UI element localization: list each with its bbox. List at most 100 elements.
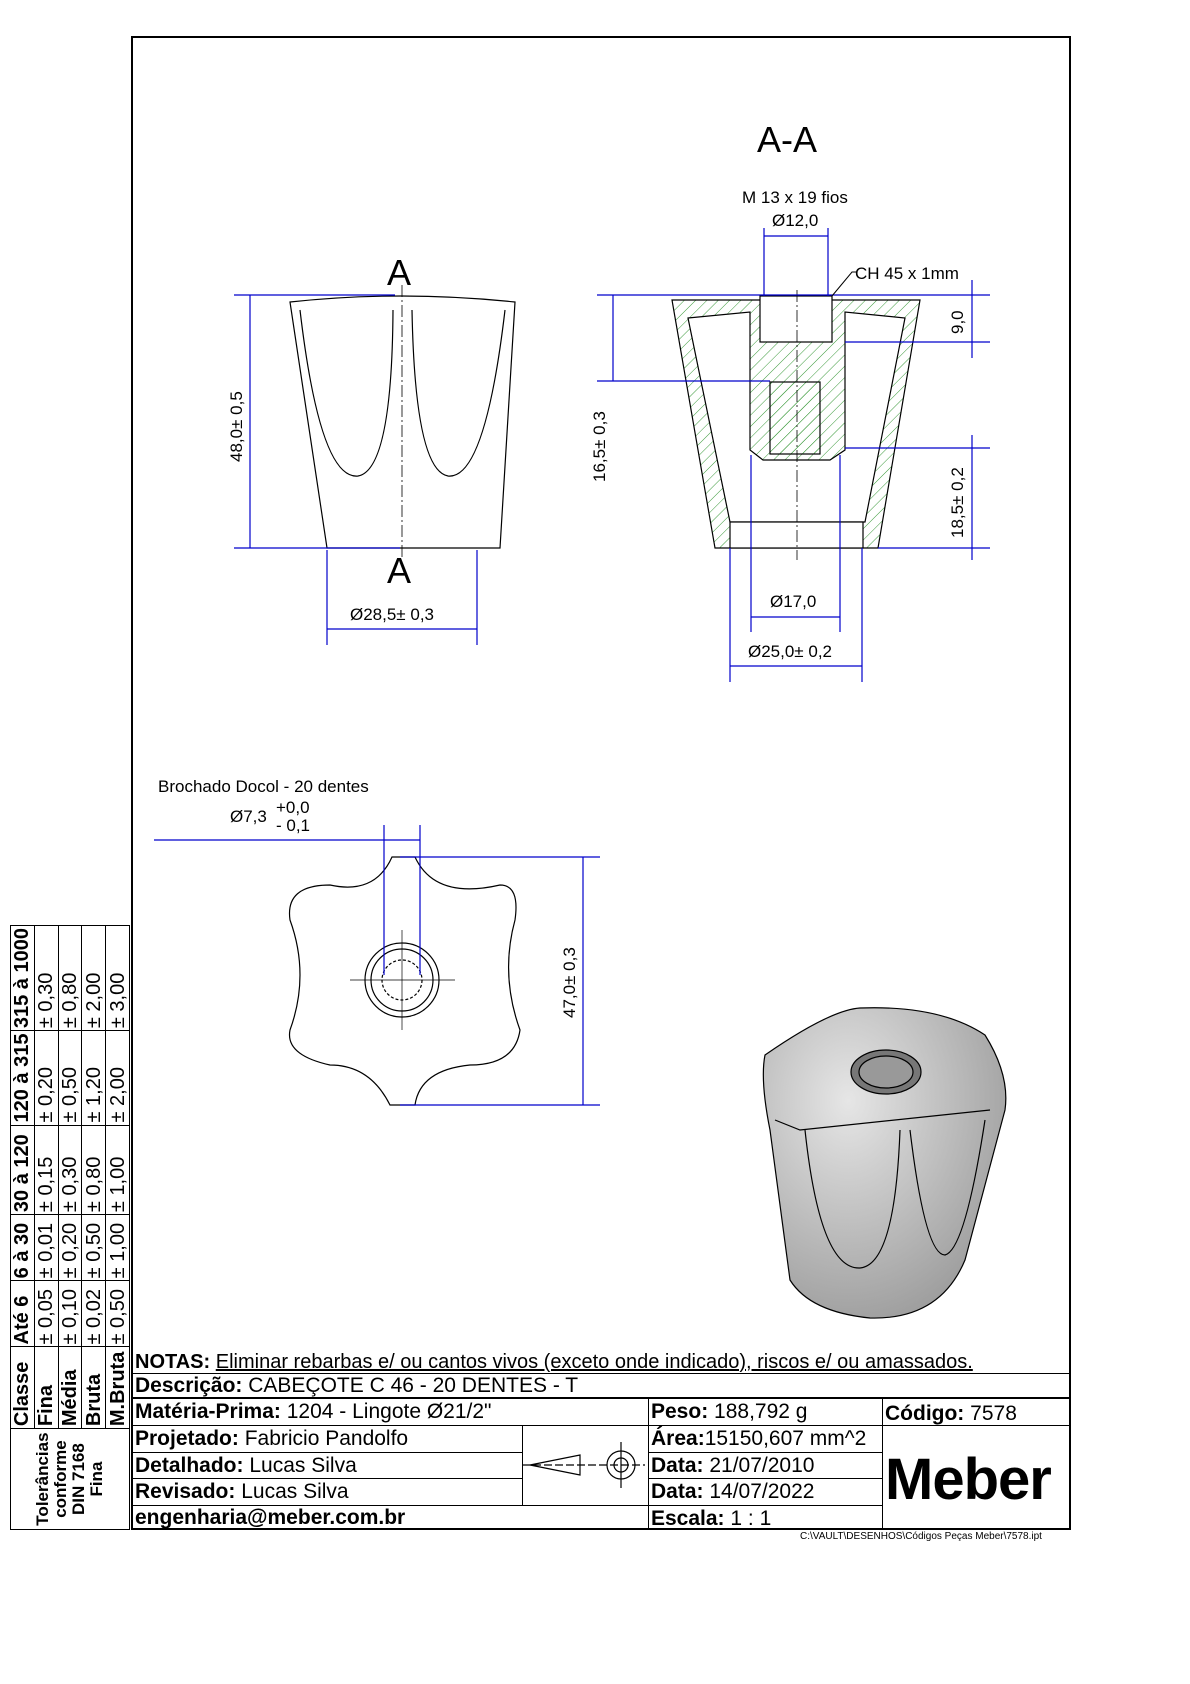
tol-cell: ± 0,20 xyxy=(58,1214,82,1281)
date-created-value: 21/07/2010 xyxy=(709,1454,815,1477)
dim-broach-diameter: Ø7,3 xyxy=(230,807,267,826)
date-created-cell: Data: 21/07/2010 xyxy=(648,1453,882,1479)
tol-cell: ± 1,00 xyxy=(105,1214,130,1281)
material-label: Matéria-Prima: xyxy=(135,1400,281,1423)
tol-label-1: Tolerâncias xyxy=(33,1432,53,1526)
tol-plus: +0,0 xyxy=(276,798,310,817)
file-path: C:\VAULT\DESENHOS\Códigos Peças Meber\75… xyxy=(800,1531,1042,1542)
tol-cell: ± 2,00 xyxy=(105,1030,130,1126)
tol-cell: ± 0,30 xyxy=(58,1125,82,1215)
scale-value: 1 : 1 xyxy=(730,1507,772,1530)
tol-cell: ± 0,01 xyxy=(34,1214,59,1281)
notes-label: NOTAS: xyxy=(135,1351,211,1373)
tol-class: Média xyxy=(58,1347,82,1429)
tol-cell: ± 0,80 xyxy=(58,925,82,1031)
detailed-label: Detalhado: xyxy=(135,1454,244,1477)
drawing-frame xyxy=(131,36,1071,1530)
tol-cell: ± 0,50 xyxy=(58,1030,82,1126)
tol-cell: ± 0,02 xyxy=(81,1280,106,1347)
cut-label-top: A xyxy=(387,252,411,293)
date-revised-label: Data: xyxy=(651,1480,704,1503)
tol-cell: ± 1,00 xyxy=(105,1125,130,1215)
dim-bottom-height: 18,5± 0,2 xyxy=(948,467,967,538)
tol-class: Fina xyxy=(34,1347,59,1429)
dim-height: 48,0± 0,5 xyxy=(227,391,246,462)
tol-label-4: Fina xyxy=(86,1461,106,1497)
designed-cell: Projetado: Fabricio Pandolfo xyxy=(132,1426,522,1452)
date-revised-cell: Data: 14/07/2022 xyxy=(648,1479,882,1505)
date-revised-value: 14/07/2022 xyxy=(709,1480,815,1503)
weight-value: 188,792 g xyxy=(714,1400,808,1423)
designed-value: Fabricio Pandolfo xyxy=(244,1427,409,1450)
company-logo: Meber xyxy=(885,1447,1052,1512)
tol-class: Bruta xyxy=(81,1347,106,1429)
tol-header: 30 à 120 xyxy=(10,1125,35,1215)
revised-label: Revisado: xyxy=(135,1480,236,1503)
description-value: CABEÇOTE C 46 - 20 DENTES - T xyxy=(248,1374,579,1397)
description-label: Descrição: xyxy=(135,1374,243,1397)
notes-text: Eliminar rebarbas e/ ou cantos vivos (ex… xyxy=(215,1351,973,1373)
code-cell: Código: 7578 xyxy=(882,1401,1071,1427)
dim-width: 47,0± 0,3 xyxy=(560,947,579,1018)
tol-cell: ± 0,20 xyxy=(34,1030,59,1126)
front-view xyxy=(234,285,516,645)
dim-thread-height: 16,5± 0,3 xyxy=(590,411,609,482)
area-cell: Área:15150,607 mm^2 xyxy=(648,1426,882,1452)
projection-symbol-icon xyxy=(522,1442,645,1488)
code-label: Código: xyxy=(885,1402,965,1425)
area-value: 15150,607 mm^2 xyxy=(704,1427,867,1450)
tol-header: Classe xyxy=(10,1347,35,1429)
tol-header: 120 à 315 xyxy=(10,1030,35,1126)
tol-cell: ± 0,15 xyxy=(34,1125,59,1215)
dim-thread-diameter: Ø12,0 xyxy=(772,211,818,230)
broach-note: Brochado Docol - 20 dentes xyxy=(158,777,369,796)
title-block: NOTAS: Eliminar rebarbas e/ ou cantos vi… xyxy=(132,1350,1071,1530)
tol-cell: ± 3,00 xyxy=(105,925,130,1031)
notes-row: NOTAS: Eliminar rebarbas e/ ou cantos vi… xyxy=(132,1350,1071,1374)
tol-class: M.Bruta xyxy=(105,1347,130,1429)
date-created-label: Data: xyxy=(651,1454,704,1477)
scale-cell: Escala: 1 : 1 xyxy=(648,1506,882,1532)
tol-header: 315 à 1000 xyxy=(10,925,35,1031)
section-view xyxy=(597,228,990,682)
detailed-value: Lucas Silva xyxy=(249,1454,357,1477)
tol-header: Até 6 xyxy=(10,1280,35,1347)
area-label: Área: xyxy=(651,1427,705,1450)
detailed-cell: Detalhado: Lucas Silva xyxy=(132,1453,522,1479)
section-title: A-A xyxy=(757,119,817,160)
cut-label-bottom: A xyxy=(387,550,411,591)
tol-label-3: DIN 7168 xyxy=(69,1443,88,1515)
tol-cell: ± 0,30 xyxy=(34,925,59,1031)
tol-minus: - 0,1 xyxy=(276,816,310,835)
tol-label-2: conforme xyxy=(51,1440,71,1518)
tol-cell: ± 0,50 xyxy=(81,1214,106,1281)
weight-cell: Peso: 188,792 g xyxy=(648,1399,882,1425)
material-cell: Matéria-Prima: 1204 - Lingote Ø21/2" xyxy=(132,1399,648,1425)
dim-depth: 9,0 xyxy=(948,310,967,334)
scale-label: Escala: xyxy=(651,1507,725,1530)
revised-cell: Revisado: Lucas Silva xyxy=(132,1479,522,1505)
isometric-view xyxy=(762,1007,1007,1319)
tol-header: 6 à 30 xyxy=(10,1214,35,1281)
tol-cell: ± 0,05 xyxy=(34,1280,59,1347)
weight-label: Peso: xyxy=(651,1400,709,1423)
tol-cell: ± 0,10 xyxy=(58,1280,82,1347)
dim-base-diameter-section: Ø25,0± 0,2 xyxy=(748,642,832,661)
designed-label: Projetado: xyxy=(135,1427,239,1450)
material-value: 1204 - Lingote Ø21/2" xyxy=(286,1400,492,1423)
dim-inner-diameter: Ø17,0 xyxy=(770,592,816,611)
dim-base-diameter: Ø28,5± 0,3 xyxy=(350,605,434,624)
chamfer-note: CH 45 x 1mm xyxy=(855,264,959,283)
top-view xyxy=(154,825,600,1106)
thread-note: M 13 x 19 fios xyxy=(742,188,848,207)
tol-cell: ± 2,00 xyxy=(81,925,106,1031)
tol-cell: ± 0,80 xyxy=(81,1125,106,1215)
revised-value: Lucas Silva xyxy=(241,1480,349,1503)
tolerance-table: Tolerâncias conforme DIN 7168 Fina Class… xyxy=(10,925,130,1530)
description-row: Descrição: CABEÇOTE C 46 - 20 DENTES - T xyxy=(132,1374,1071,1398)
code-value: 7578 xyxy=(970,1402,1017,1425)
email: engenharia@meber.com.br xyxy=(135,1506,406,1529)
tol-cell: ± 0,50 xyxy=(105,1280,130,1347)
